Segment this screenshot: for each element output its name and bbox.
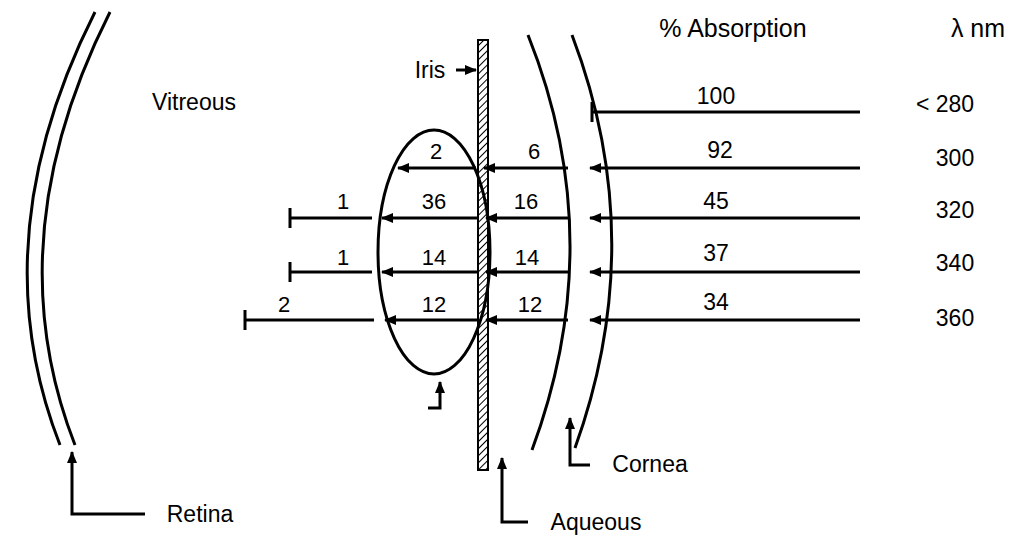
absorption-value: 36: [422, 191, 446, 213]
absorption-value: 16: [514, 191, 538, 213]
part-name: Vitreous: [152, 91, 236, 114]
ray-stop: [289, 208, 292, 228]
absorption-value: 14: [422, 247, 446, 269]
ray-line: [590, 167, 860, 170]
ray-line: [484, 167, 568, 170]
iris-bar: [478, 40, 488, 470]
wavelength-value: < 280: [916, 93, 974, 116]
ray-stop: [591, 102, 594, 122]
retina-arc: [27, 12, 95, 445]
wavelength-value: 320: [936, 199, 974, 222]
ray-line: [486, 319, 568, 322]
ray-line: [382, 271, 478, 274]
part-name: Aqueous: [551, 511, 642, 534]
ray-line: [398, 167, 476, 170]
part-name: Iris: [415, 59, 446, 82]
ray-line: [385, 319, 478, 322]
ray-stop: [244, 310, 247, 330]
ray-line: [592, 111, 860, 114]
retina-arc: [42, 12, 110, 445]
part-name: Cornea: [612, 453, 687, 476]
absorption-value: 34: [703, 291, 729, 314]
ray-line: [382, 217, 478, 220]
absorption-value: 92: [707, 139, 733, 162]
absorption-value: 14: [515, 247, 539, 269]
cornea-arc: [572, 35, 612, 448]
absorption-value: 37: [703, 242, 729, 265]
ray-line: [590, 217, 860, 220]
column-heading: % Absorption: [659, 16, 806, 41]
wavelength-value: 300: [936, 147, 974, 170]
absorption-value: 12: [518, 294, 542, 316]
leader-line: [456, 69, 476, 72]
absorption-value: 1: [337, 191, 349, 213]
leader-line: [72, 452, 145, 514]
ray-line: [590, 271, 860, 274]
leader-line: [428, 382, 440, 408]
absorption-value: 100: [697, 85, 735, 108]
ray-line: [290, 217, 372, 220]
lens-outline: [378, 130, 490, 374]
absorption-value: 2: [430, 141, 442, 163]
absorption-value: 12: [422, 294, 446, 316]
absorption-value: 6: [528, 141, 540, 163]
ray-line: [290, 271, 372, 274]
ray-line: [245, 319, 374, 322]
cornea-arc: [528, 35, 570, 450]
ray-line: [590, 319, 860, 322]
absorption-value: 45: [703, 190, 729, 213]
leader-line: [570, 418, 590, 465]
ray-stop: [289, 262, 292, 282]
column-heading: λ nm: [951, 16, 1005, 41]
ray-line: [486, 271, 568, 274]
ray-line: [486, 217, 568, 220]
leader-line: [502, 458, 528, 522]
wavelength-value: 340: [936, 252, 974, 275]
wavelength-value: 360: [936, 307, 974, 330]
part-name: Retina: [167, 503, 233, 526]
absorption-value: 2: [278, 294, 290, 316]
absorption-value: 1: [337, 247, 349, 269]
